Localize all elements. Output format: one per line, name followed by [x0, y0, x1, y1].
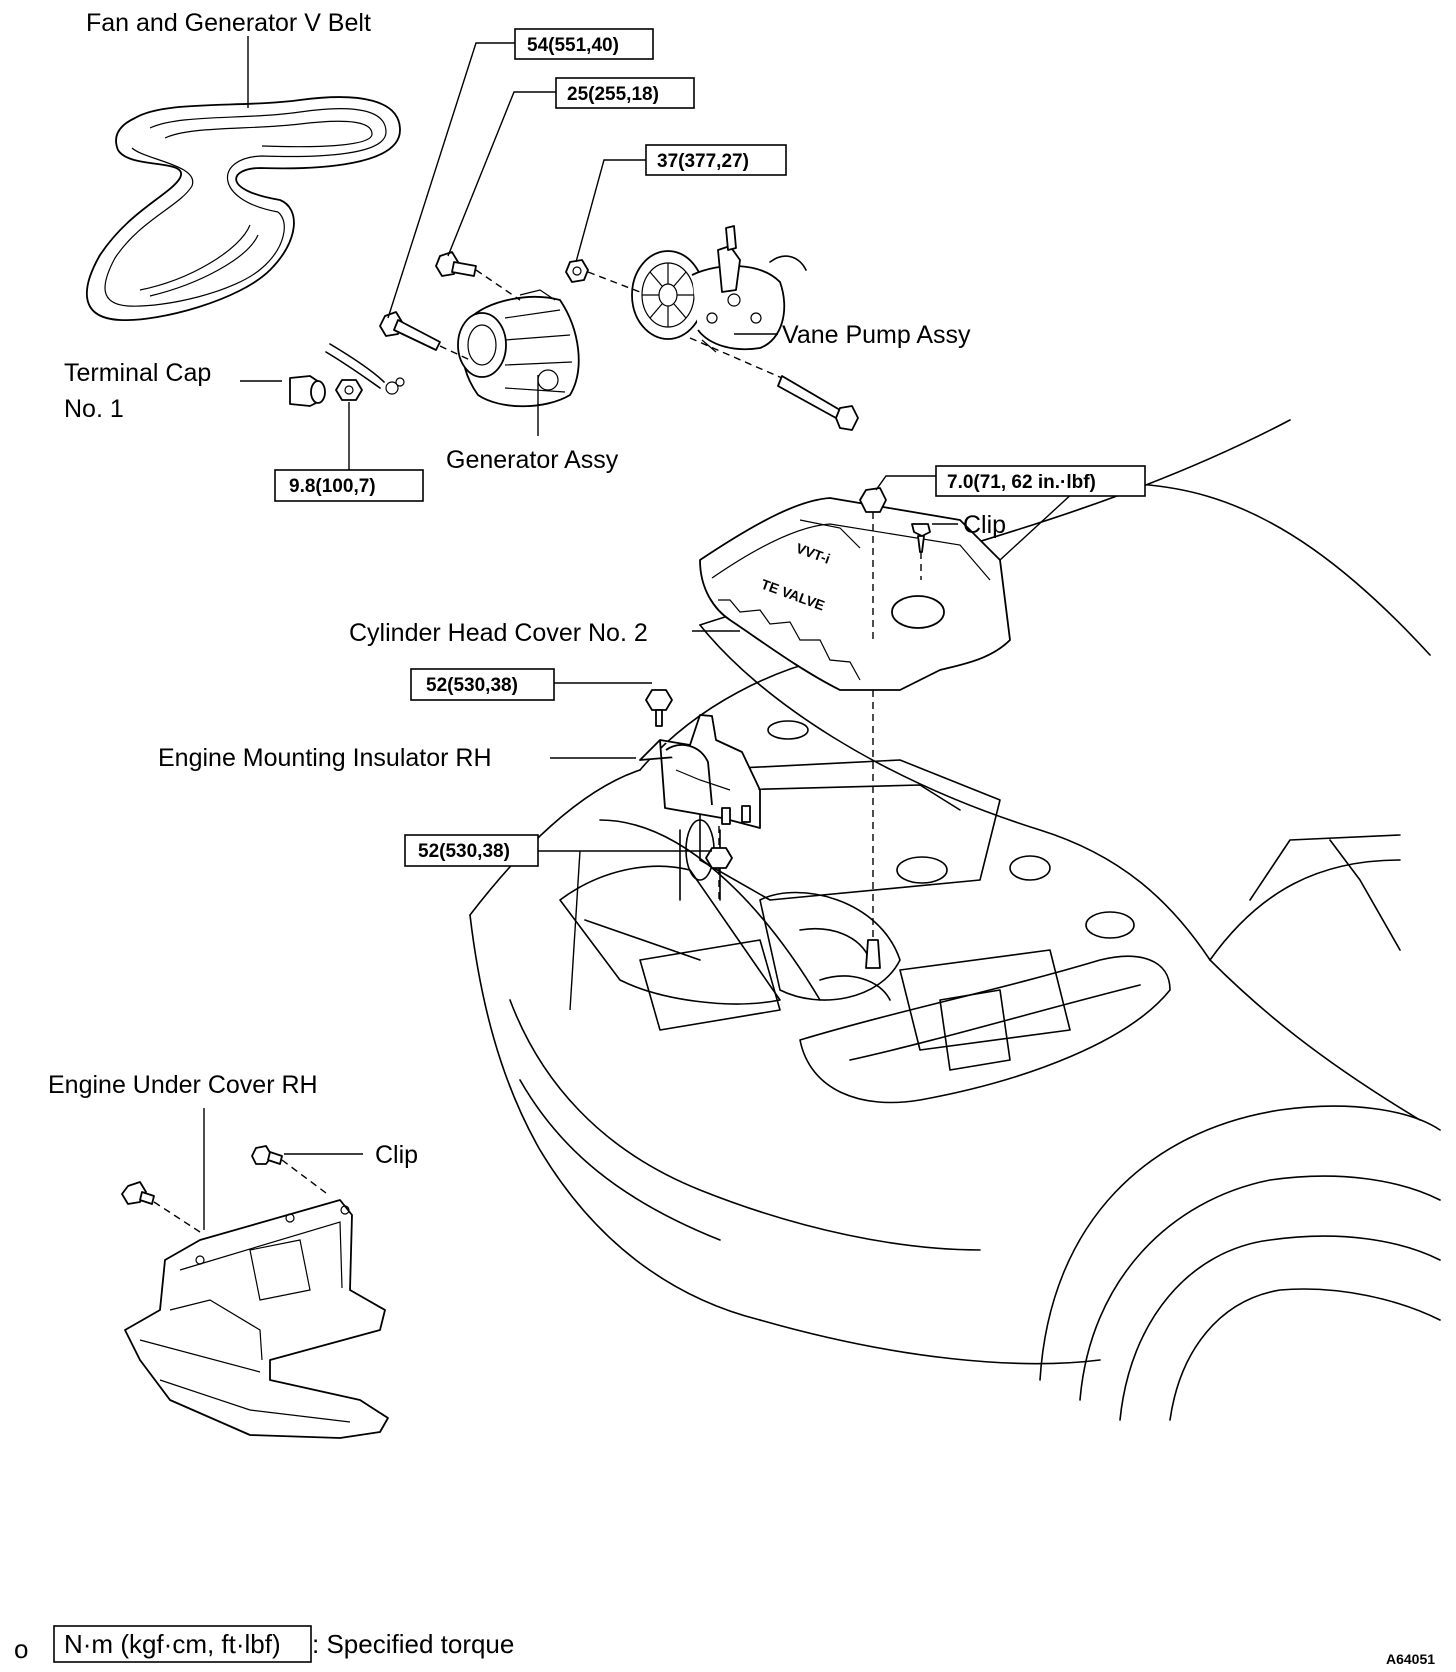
under-cover-clip-drawing — [251, 1145, 331, 1197]
label-cylinder-head-cover: Cylinder Head Cover No. 2 — [349, 619, 648, 647]
clip-top-drawing — [911, 523, 931, 580]
pump-nut-drawing — [565, 259, 641, 293]
svg-text:7.0(71, 62 in.·lbf): 7.0(71, 62 in.·lbf) — [947, 472, 1096, 493]
under-cover-drawing — [124, 1199, 389, 1439]
terminal-cap-drawing — [289, 375, 326, 407]
generator-wire — [325, 343, 405, 395]
svg-text:25(255,18): 25(255,18) — [567, 84, 659, 105]
v-belt-drawing — [86, 96, 401, 321]
svg-text:52(530,38): 52(530,38) — [426, 675, 518, 696]
torque-spec-7-0: 7.0(71, 62 in.·lbf) — [935, 465, 1146, 497]
label-terminal-cap-no: No. 1 — [64, 395, 124, 423]
engine-bay — [639, 720, 1135, 1071]
nut-drawing — [335, 379, 363, 401]
label-clip-bottom: Clip — [375, 1141, 418, 1169]
torque-spec-54: 54(551,40) — [514, 28, 654, 60]
legend-text: : Specified torque — [312, 1629, 514, 1659]
torque-spec-37: 37(377,27) — [645, 144, 787, 176]
mount-nut-drawing — [705, 826, 733, 900]
torque-spec-52-top: 52(530,38) — [410, 668, 555, 701]
label-generator: Generator Assy — [446, 446, 619, 474]
engine-mount-drawing — [639, 714, 761, 829]
label-engine-mount: Engine Mounting Insulator RH — [158, 744, 492, 772]
cylinder-head-cover-drawing: TE VALVE VVT-i — [699, 497, 1011, 691]
svg-text:37(377,27): 37(377,27) — [657, 151, 749, 172]
mount-bolt-drawing — [645, 689, 673, 727]
figure-code: A64051 — [1386, 1651, 1435, 1667]
label-under-cover: Engine Under Cover RH — [48, 1071, 318, 1099]
vane-pump-drawing — [631, 225, 807, 353]
svg-text:54(551,40): 54(551,40) — [527, 35, 619, 56]
torque-spec-25: 25(255,18) — [555, 77, 695, 109]
legend-bullet: o — [14, 1634, 28, 1664]
generator-drawing — [457, 289, 580, 408]
generator-bolts — [379, 251, 521, 361]
torque-legend: o N·m (kgf·cm, ft·lbf) : Specified torqu… — [14, 1625, 514, 1664]
legend-unit: N·m (kgf·cm, ft·lbf) — [64, 1629, 281, 1659]
svg-text:52(530,38): 52(530,38) — [418, 841, 510, 862]
label-terminal-cap: Terminal Cap — [64, 359, 211, 387]
cover-nut-drawing — [859, 487, 887, 969]
pump-bolt-drawing — [689, 337, 859, 431]
label-clip-top: Clip — [963, 511, 1006, 539]
svg-text:9.8(100,7): 9.8(100,7) — [289, 476, 376, 497]
label-v-belt: Fan and Generator V Belt — [86, 9, 371, 37]
torque-spec-9-8: 9.8(100,7) — [274, 469, 424, 502]
torque-spec-52-bottom: 52(530,38) — [404, 834, 539, 867]
label-vane-pump: Vane Pump Assy — [782, 321, 971, 349]
under-cover-screw-drawing — [121, 1181, 201, 1233]
